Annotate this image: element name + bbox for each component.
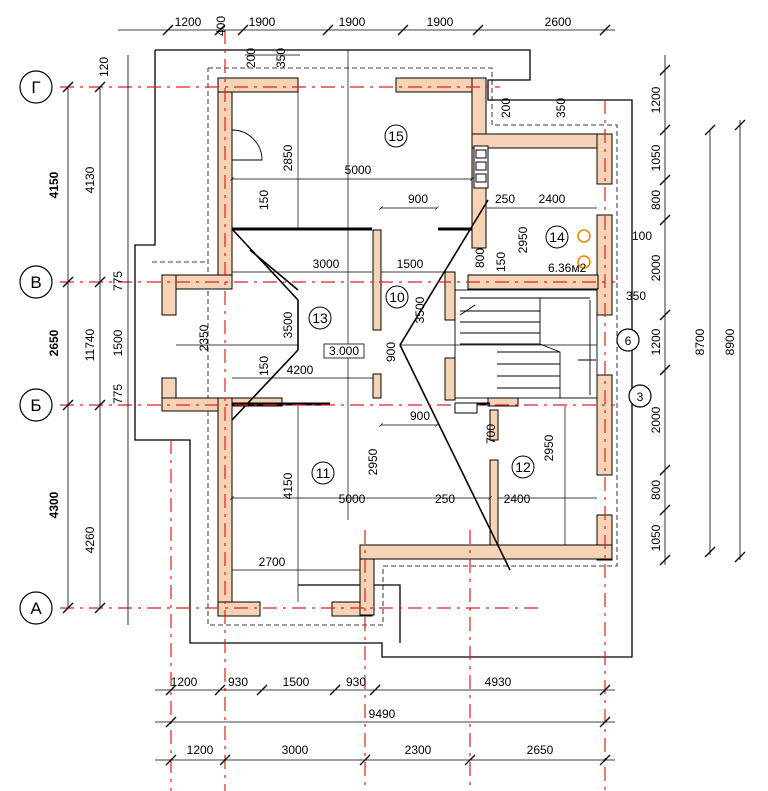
bottom-axis-dim-3: 2300 <box>405 743 432 757</box>
bottom-axis-dim-2: 3000 <box>282 743 309 757</box>
dim-350-b: 350 <box>626 289 646 303</box>
dim-2350: 2350 <box>197 324 211 351</box>
left-small-dim-2: 775 <box>111 271 125 291</box>
dim-900-a: 900 <box>408 192 428 206</box>
dim-2950-b: 2950 <box>366 448 380 475</box>
marker-3: 3 <box>637 390 644 404</box>
sink-icon <box>454 402 478 414</box>
room-10: 10 <box>389 289 405 305</box>
dashed-outline <box>152 67 618 626</box>
bottom-dim-4: 930 <box>346 675 366 689</box>
right-dim-5: 1200 <box>649 328 663 355</box>
axis-lines <box>60 30 615 791</box>
right-dim-7: 800 <box>649 480 663 500</box>
dim-2400-a: 2400 <box>539 192 566 206</box>
dim-900-c: 900 <box>410 409 430 423</box>
right-total-2: 8900 <box>723 328 737 355</box>
axis-label-v: В <box>30 273 41 292</box>
top-dim-1: 1200 <box>175 15 202 29</box>
left-inner-dim-3: 1500 <box>111 329 125 356</box>
bottom-dim-1: 1200 <box>171 675 198 689</box>
top-small-dim-1: 200 <box>244 48 258 68</box>
top-dim-6: 2600 <box>545 15 572 29</box>
dim-3000: 3000 <box>313 257 340 271</box>
dim-150-a: 150 <box>257 190 271 210</box>
dim-4150: 4150 <box>281 472 295 499</box>
dimension-ticks <box>62 24 746 766</box>
right-dim-3: 800 <box>649 190 663 210</box>
dim-4200: 4200 <box>287 363 314 377</box>
dim-200: 200 <box>499 98 513 118</box>
room-area-label: 6.36м2 <box>548 261 587 275</box>
room-15: 15 <box>388 128 404 144</box>
dim-1500: 1500 <box>397 257 424 271</box>
room-circles <box>308 124 569 485</box>
reference-lines <box>176 50 597 602</box>
dim-700: 700 <box>484 424 498 444</box>
room-12: 12 <box>515 459 531 475</box>
left-inner-dim-1: 4130 <box>83 166 97 193</box>
bottom-dim-2: 930 <box>228 675 248 689</box>
dim-250-b: 250 <box>435 492 455 506</box>
stairs <box>454 289 598 399</box>
left-inner-dim-2: 11740 <box>83 328 97 361</box>
room-13: 13 <box>312 310 328 326</box>
bottom-axis-dim-4: 2650 <box>527 743 554 757</box>
dim-2950-a: 2950 <box>516 226 530 253</box>
top-small-dim-2: 350 <box>274 48 288 68</box>
dim-2700: 2700 <box>259 555 286 569</box>
left-small-dim-3: 775 <box>111 384 125 404</box>
bottom-dim-3: 1500 <box>283 675 310 689</box>
level-mark: 3.000 <box>329 344 359 358</box>
room-14: 14 <box>549 229 565 245</box>
dim-2950-c: 2950 <box>542 434 556 461</box>
left-axis-dim-3: 4300 <box>47 491 61 518</box>
right-dim-2: 1050 <box>649 144 663 171</box>
bottom-total: 9490 <box>369 707 396 721</box>
dimension-lines <box>67 29 741 761</box>
dim-5000-top: 5000 <box>345 163 372 177</box>
dim-2400-b: 2400 <box>504 492 531 506</box>
left-axis-dim-2: 2650 <box>47 329 61 356</box>
right-dim-8: 1050 <box>649 524 663 551</box>
roof-hip-lines <box>231 199 511 571</box>
dim-350-a: 350 <box>554 98 568 118</box>
axis-label-b: Б <box>30 396 41 415</box>
roof-outline <box>134 49 633 658</box>
dim-250-a: 250 <box>495 192 515 206</box>
dim-3500-a: 3500 <box>281 311 295 338</box>
dim-5000-bottom: 5000 <box>339 492 366 506</box>
axis-label-g: Г <box>31 78 40 97</box>
left-inner-dim-4: 4260 <box>83 526 97 553</box>
axis-label-a: А <box>30 599 42 618</box>
top-dim-5: 1900 <box>427 15 454 29</box>
door-swing <box>231 129 263 161</box>
dim-800-a: 800 <box>473 248 487 268</box>
kitchen-stove-icon <box>473 145 489 189</box>
left-axis-dim-1: 4150 <box>47 171 61 198</box>
top-dim-3: 1900 <box>249 15 276 29</box>
level-mark-box <box>323 343 365 359</box>
bottom-dim-5: 4930 <box>485 675 512 689</box>
right-dim-6: 2000 <box>649 406 663 433</box>
dim-150-c: 150 <box>257 356 271 376</box>
dim-3500-b: 3500 <box>413 296 427 323</box>
dim-900-b: 900 <box>384 342 398 362</box>
right-dim-1: 1200 <box>649 86 663 113</box>
dim-2850: 2850 <box>281 144 295 171</box>
dim-150-b: 150 <box>494 252 508 272</box>
bottom-axis-dim-1: 1200 <box>187 743 214 757</box>
marker-6: 6 <box>625 334 632 348</box>
top-dim-4: 1900 <box>339 15 366 29</box>
left-small-dim-1: 120 <box>97 57 111 77</box>
top-dim-2: 400 <box>214 16 228 36</box>
right-dim-4: 2000 <box>649 254 663 281</box>
dim-100: 100 <box>632 229 652 243</box>
orange-fixture-icon <box>577 229 591 269</box>
right-total-1: 8700 <box>693 328 707 355</box>
room-11: 11 <box>316 465 331 481</box>
axis-bubbles <box>19 70 652 625</box>
